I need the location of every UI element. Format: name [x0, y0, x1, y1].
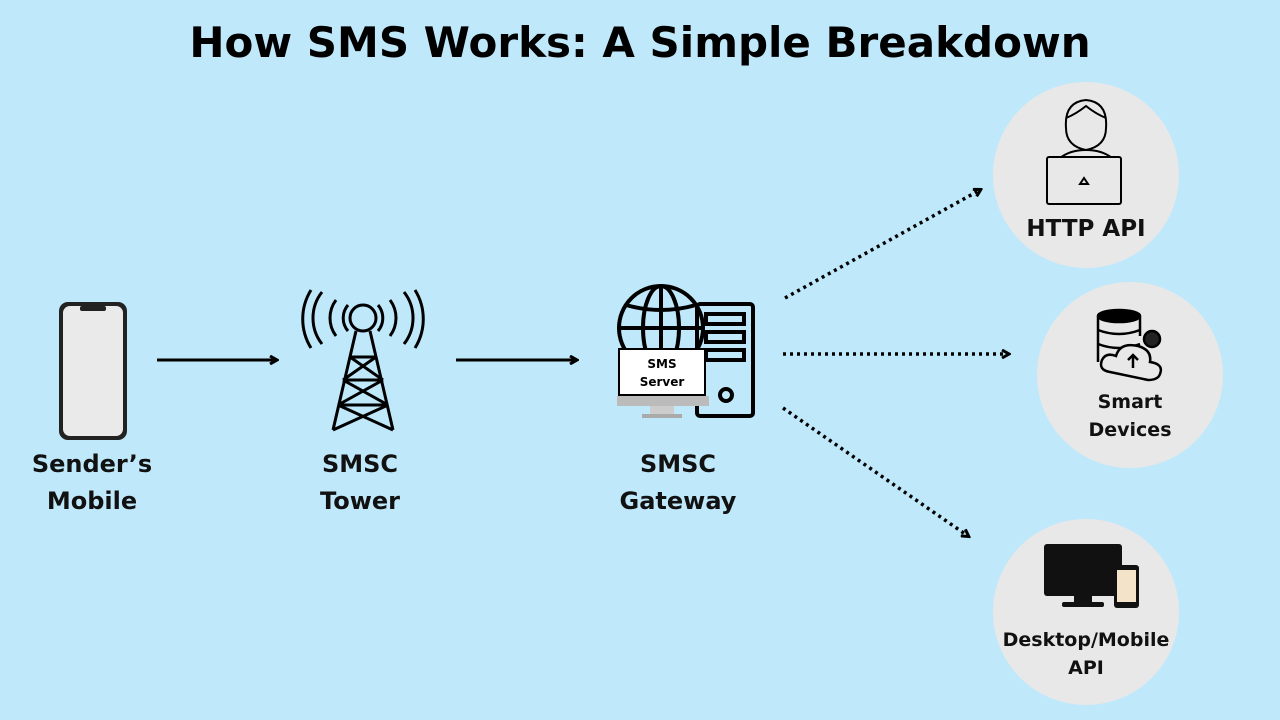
page-title: How SMS Works: A Simple Breakdown [189, 18, 1091, 67]
gateway-label-line1: SMSC [639, 450, 717, 478]
phone-icon [59, 302, 127, 440]
desktop-mobile-label: Desktop/Mobile API [986, 626, 1186, 682]
sms-server-line1: SMS [647, 357, 677, 371]
database-cloud-icon [1096, 308, 1163, 382]
arrow-to-desktop-mobile [782, 406, 968, 536]
tower-label-line2: Tower [320, 487, 400, 515]
developer-laptop-icon [1046, 98, 1122, 205]
http-api-label: HTTP API [1026, 216, 1146, 242]
smart-label-line1: Smart [1097, 391, 1163, 413]
monitor-stand-icon [617, 396, 709, 418]
tower-label-line1: SMSC [321, 450, 399, 478]
tower-icon [301, 289, 425, 432]
gateway-label-line2: Gateway [619, 487, 737, 515]
sender-mobile-label: Sender’s Mobile [12, 446, 172, 520]
sender-label-line2: Mobile [46, 487, 138, 515]
sms-server-screen: SMS Server [618, 348, 706, 396]
smart-label-line2: Devices [1088, 419, 1172, 441]
desktop-label-line2: API [1068, 657, 1104, 679]
sms-server-line2: Server [639, 375, 685, 389]
smsc-tower-label: SMSC Tower [280, 446, 440, 520]
sender-label-line1: Sender’s [31, 450, 153, 478]
smsc-gateway-label: SMSC Gateway [598, 446, 758, 520]
arrow-to-http-api [784, 190, 980, 300]
smart-devices-label: Smart Devices [1050, 388, 1210, 444]
desktop-mobile-icon [1044, 544, 1139, 608]
desktop-label-line1: Desktop/Mobile [1002, 629, 1170, 651]
